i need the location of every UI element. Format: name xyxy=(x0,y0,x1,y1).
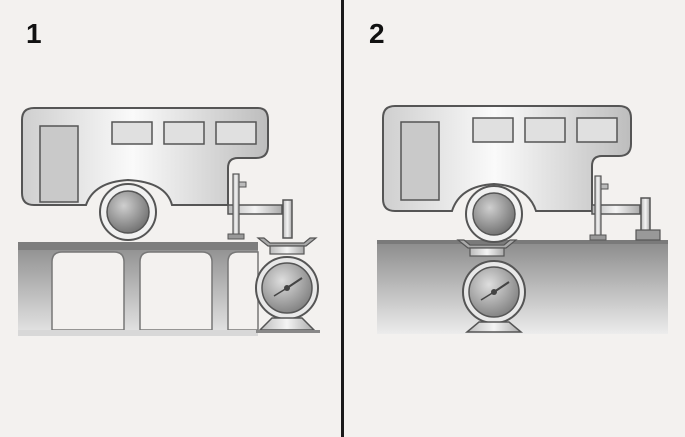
support-stand-icon xyxy=(227,173,247,240)
trailer-door xyxy=(400,121,440,201)
hitch-arm xyxy=(227,204,283,215)
step-1-illustration xyxy=(18,107,320,336)
step-2-illustration xyxy=(377,105,668,334)
hitch-arm xyxy=(591,204,641,215)
panel-divider xyxy=(341,0,344,437)
raised-platform xyxy=(18,242,259,336)
trailer-window xyxy=(215,121,257,145)
step-number: 1 xyxy=(26,18,42,49)
step-1-panel: 1 xyxy=(0,0,341,437)
camper-trailer-icon xyxy=(382,105,661,241)
support-stand-icon xyxy=(589,175,609,241)
dial-gauge-jack-icon xyxy=(456,239,526,333)
wheel-icon xyxy=(465,185,523,243)
trailer-window xyxy=(472,117,514,143)
camper-trailer-icon xyxy=(21,107,293,239)
dial-gauge-jack-icon xyxy=(255,237,320,333)
trailer-window xyxy=(524,117,566,143)
wheel-icon xyxy=(99,183,157,241)
trailer-door xyxy=(39,125,79,203)
trailer-window xyxy=(576,117,618,143)
trailer-window xyxy=(111,121,153,145)
trailer-window xyxy=(163,121,205,145)
step-number: 2 xyxy=(369,18,385,49)
step-2-panel: 2 xyxy=(344,0,685,437)
